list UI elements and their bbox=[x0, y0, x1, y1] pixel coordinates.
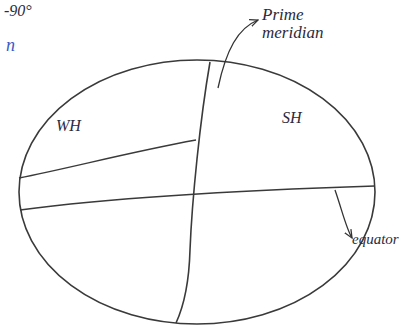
globe-outline bbox=[19, 60, 375, 324]
angle-label: -90° bbox=[4, 3, 32, 20]
prime-meridian-line bbox=[176, 62, 210, 323]
leader-arrow bbox=[218, 20, 258, 88]
leader-arrow bbox=[335, 190, 352, 238]
region-label: WH bbox=[56, 118, 81, 135]
equator-line bbox=[20, 186, 375, 210]
region-label: SH bbox=[282, 110, 302, 127]
part-label: equator bbox=[352, 232, 399, 248]
hemisphere-line bbox=[19, 140, 196, 178]
part-label: Prime meridian bbox=[262, 6, 352, 42]
partial-label: n bbox=[6, 36, 15, 55]
